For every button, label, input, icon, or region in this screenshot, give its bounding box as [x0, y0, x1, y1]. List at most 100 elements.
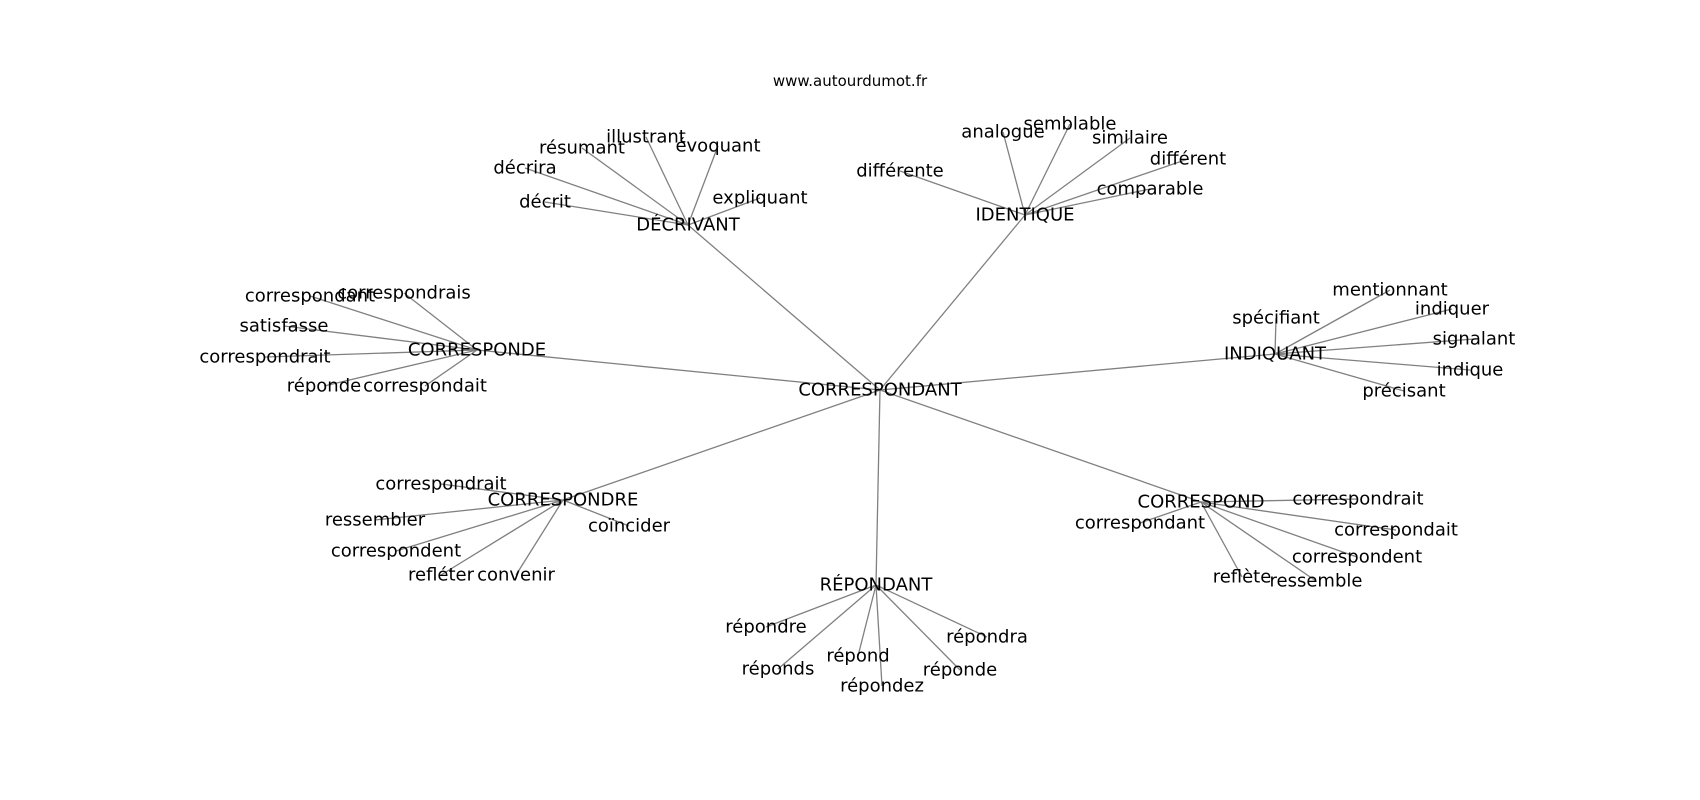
leaf-node-correspondre-1: ressembler: [325, 510, 426, 531]
hub-node-correspondre: CORRESPONDRE: [488, 490, 639, 511]
edge-identique-leaf-0: [1024, 123, 1071, 216]
edge-center-identique: [879, 214, 1026, 391]
edge-corresponde-leaf-5: [424, 349, 478, 387]
leaf-node-corresponde-2: satisfasse: [239, 316, 328, 337]
edge-corresponde-leaf-1: [403, 292, 478, 351]
leaf-node-identique-5: comparable: [1097, 179, 1204, 200]
leaf-node-indiquant-2: spécifiant: [1232, 308, 1320, 329]
edge-correspondre-leaf-3: [395, 499, 564, 552]
edge-identique-leaf-2: [1024, 137, 1131, 216]
edge-correspond-leaf-3: [1200, 501, 1358, 558]
edge-decrivant-leaf-5: [544, 201, 689, 226]
edge-correspond-leaf-0: [1200, 498, 1359, 503]
edge-corresponde-leaf-3: [264, 349, 478, 358]
edge-correspond-leaf-5: [1200, 501, 1317, 582]
edge-correspondre-leaf-0: [440, 483, 564, 501]
edge-correspond-leaf-4: [1200, 501, 1243, 578]
leaf-node-indiquant-1: indiquer: [1415, 299, 1490, 320]
edge-repondant-leaf-2: [857, 584, 877, 657]
leaf-node-indiquant-5: précisant: [1362, 381, 1445, 402]
leaf-node-correspondre-3: correspondent: [331, 541, 461, 562]
edge-decrivant-leaf-2: [687, 145, 719, 226]
leaf-node-correspond-3: correspondent: [1292, 547, 1422, 568]
leaf-node-decrivant-5: décrit: [519, 192, 571, 213]
edge-identique-leaf-3: [1024, 158, 1189, 216]
leaf-node-correspondre-5: convenir: [477, 565, 555, 586]
edge-corresponde-leaf-0: [309, 295, 478, 351]
leaf-node-correspond-5: ressemble: [1270, 571, 1363, 592]
leaf-node-indiquant-0: mentionnant: [1332, 280, 1447, 301]
source-url: www.autourdumot.fr: [772, 72, 928, 90]
hub-node-corresponde: CORRESPONDE: [408, 340, 546, 361]
leaf-node-decrivant-0: illustrant: [606, 127, 686, 148]
leaf-node-repondant-4: réponde: [923, 660, 997, 681]
edge-correspond-leaf-1: [1139, 501, 1202, 524]
hub-node-indiquant: INDIQUANT: [1224, 344, 1327, 365]
edge-identique-leaf-4: [899, 170, 1026, 216]
edge-decrivant-leaf-4: [687, 197, 761, 226]
leaf-node-correspondre-2: coïncider: [588, 516, 671, 537]
edge-decrivant-leaf-3: [524, 167, 689, 226]
leaf-node-decrivant-2: évoquant: [675, 136, 760, 157]
hub-node-repondant: RÉPONDANT: [820, 574, 934, 596]
leaf-node-identique-1: analogue: [961, 122, 1044, 143]
leaf-node-indiquant-3: signalant: [1433, 329, 1516, 350]
center-node: CORRESPONDANT: [798, 380, 962, 401]
leaf-node-decrivant-3: décrira: [493, 158, 556, 179]
edge-identique-leaf-1: [1002, 131, 1026, 216]
edge-repondant-leaf-4: [875, 584, 961, 671]
edge-repondant-leaf-1: [875, 584, 988, 638]
edge-center-corresponde: [476, 349, 881, 391]
edge-indiquant-leaf-5: [1274, 353, 1405, 392]
edge-indiquant-leaf-2: [1274, 317, 1277, 355]
leaf-node-repondant-5: répondez: [840, 676, 924, 697]
leaf-node-identique-4: différente: [856, 161, 944, 182]
edge-correspondre-leaf-5: [515, 499, 564, 576]
hub-node-decrivant: DÉCRIVANT: [636, 214, 741, 236]
hub-node-correspond: CORRESPOND: [1138, 492, 1265, 513]
leaf-node-repondant-1: répondra: [946, 627, 1028, 648]
edge-repondant-leaf-5: [875, 584, 883, 687]
leaf-node-decrivant-1: résumant: [539, 138, 625, 159]
leaf-node-correspond-1: correspondant: [1075, 513, 1205, 534]
leaf-node-correspond-4: reflète: [1213, 567, 1272, 588]
leaf-node-corresponde-4: réponde: [287, 376, 361, 397]
edge-indiquant-leaf-3: [1274, 338, 1475, 355]
edge-center-indiquant: [879, 353, 1276, 391]
leaf-node-corresponde-3: correspondrait: [199, 347, 330, 368]
edge-center-repondant: [875, 389, 881, 586]
edge-correspondre-leaf-2: [562, 499, 630, 527]
leaf-node-identique-0: semblable: [1024, 114, 1117, 135]
edge-correspondre-leaf-4: [440, 499, 564, 576]
edge-indiquant-leaf-1: [1274, 308, 1453, 355]
hub-node-identique: IDENTIQUE: [975, 205, 1074, 226]
edge-decrivant-leaf-1: [581, 147, 689, 226]
edge-correspondre-leaf-1: [374, 499, 564, 521]
leaf-node-corresponde-1: correspondrais: [337, 283, 471, 304]
leaf-node-identique-3: différent: [1150, 149, 1226, 170]
edge-corresponde-leaf-4: [323, 349, 478, 387]
leaf-node-decrivant-4: expliquant: [712, 188, 807, 209]
leaf-node-corresponde-0: correspondant: [245, 286, 375, 307]
leaf-node-repondant-2: répond: [826, 646, 889, 667]
edge-identique-leaf-5: [1024, 188, 1151, 216]
edge-corresponde-leaf-2: [283, 325, 478, 351]
leaf-node-correspondre-4: refléter: [408, 565, 475, 586]
edge-indiquant-leaf-0: [1274, 289, 1391, 355]
leaf-node-correspond-0: correspondrait: [1292, 489, 1423, 510]
edge-repondant-leaf-0: [765, 584, 877, 628]
leaf-node-identique-2: similaire: [1092, 128, 1168, 149]
edge-center-correspondre: [562, 389, 881, 501]
leaf-node-correspond-2: correspondait: [1334, 520, 1458, 541]
leaf-node-indiquant-4: indique: [1437, 360, 1504, 381]
leaf-node-repondant-0: répondre: [725, 617, 806, 638]
edge-center-correspond: [879, 389, 1202, 503]
edge-correspond-leaf-2: [1200, 501, 1397, 531]
edge-indiquant-leaf-4: [1274, 353, 1471, 371]
edge-center-decrivant: [687, 224, 881, 391]
leaf-node-corresponde-5: correspondait: [363, 376, 487, 397]
leaf-node-correspondre-0: correspondrait: [375, 474, 506, 495]
edge-decrivant-leaf-0: [645, 136, 689, 226]
edge-repondant-leaf-3: [777, 584, 877, 670]
